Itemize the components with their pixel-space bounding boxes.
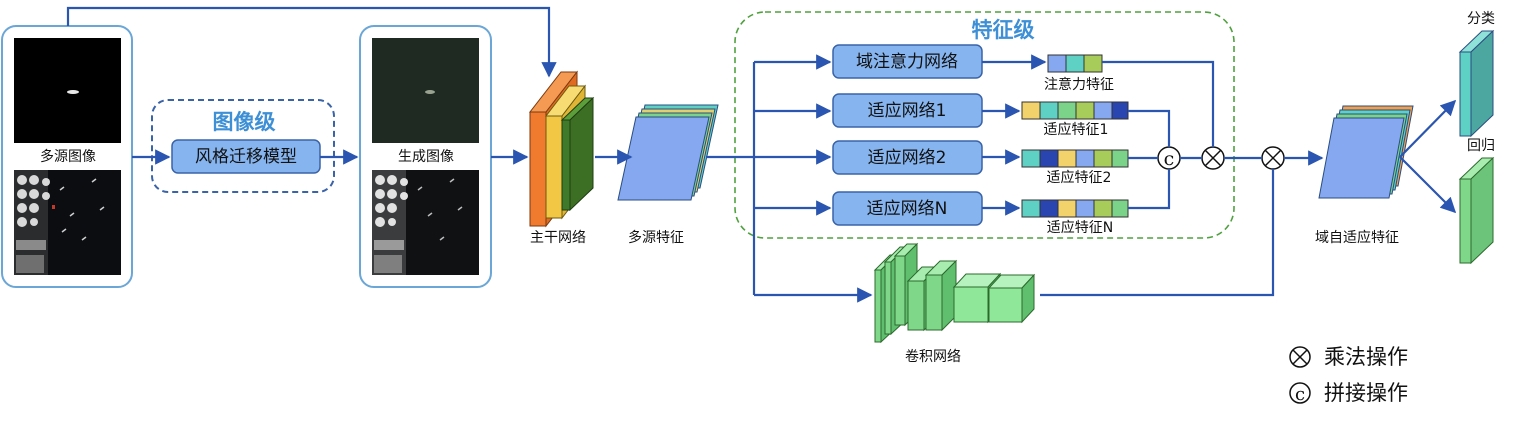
backbone-network (528, 70, 595, 228)
adapt-net-1-label: 适应网络1 (868, 101, 947, 121)
regression-label: 回归 (1467, 137, 1495, 154)
adapt-feature-n-label: 适应特征N (1047, 219, 1113, 236)
adapt-net-2-label: 适应网络2 (868, 148, 947, 168)
feature-level-container (734, 11, 1235, 239)
connectors (66, 6, 1457, 303)
image-level-title: 图像级 (213, 110, 276, 134)
attention-feature-vector (1047, 54, 1103, 73)
domain-adaptive-features (1318, 105, 1414, 199)
legend-concat-icon: c (1289, 382, 1311, 405)
multi-source-feature-label: 多源特征 (628, 229, 684, 246)
classification-head (1458, 29, 1495, 138)
domain-adaptive-feature-label: 域自适应特征 (1315, 229, 1399, 246)
adapt-feature-1-label: 适应特征1 (1044, 121, 1109, 138)
legend-multiply-icon (1289, 346, 1311, 368)
attention-feature-label: 注意力特征 (1044, 76, 1114, 93)
adapt-net-n-label: 适应网络N (867, 199, 948, 219)
style-transfer-model-label: 风格迁移模型 (195, 147, 297, 167)
adapt-feature-1-vector (1021, 101, 1129, 120)
multi-source-features (617, 104, 719, 201)
svg-text:c: c (1295, 384, 1305, 405)
source-image-bottom (14, 170, 121, 275)
concat-operator: c (1157, 146, 1181, 170)
source-image-top (14, 38, 121, 143)
adapt-feature-n-vector (1021, 199, 1129, 218)
classification-label: 分类 (1467, 11, 1495, 27)
legend-multiply-label: 乘法操作 (1324, 345, 1408, 369)
generated-image-top (372, 38, 479, 143)
adapt-feature-2-label: 适应特征2 (1047, 169, 1112, 186)
feature-level-title: 特征级 (972, 18, 1035, 42)
multiply-operator-2 (1261, 146, 1285, 170)
legend-concat-label: 拼接操作 (1324, 381, 1408, 405)
multi-source-image-label: 多源图像 (40, 148, 96, 165)
svg-text:c: c (1164, 148, 1175, 170)
generated-image-bottom (372, 170, 479, 275)
multiply-operator-1 (1201, 146, 1225, 170)
generated-image-label: 生成图像 (398, 149, 454, 165)
regression-head (1458, 156, 1495, 265)
conv-network-label: 卷积网络 (905, 349, 961, 365)
conv-network (873, 242, 1036, 344)
adapt-feature-2-vector (1021, 149, 1129, 168)
domain-attention-net-label: 域注意力网络 (856, 52, 958, 72)
image-level-container (151, 99, 335, 193)
backbone-label: 主干网络 (530, 230, 586, 246)
